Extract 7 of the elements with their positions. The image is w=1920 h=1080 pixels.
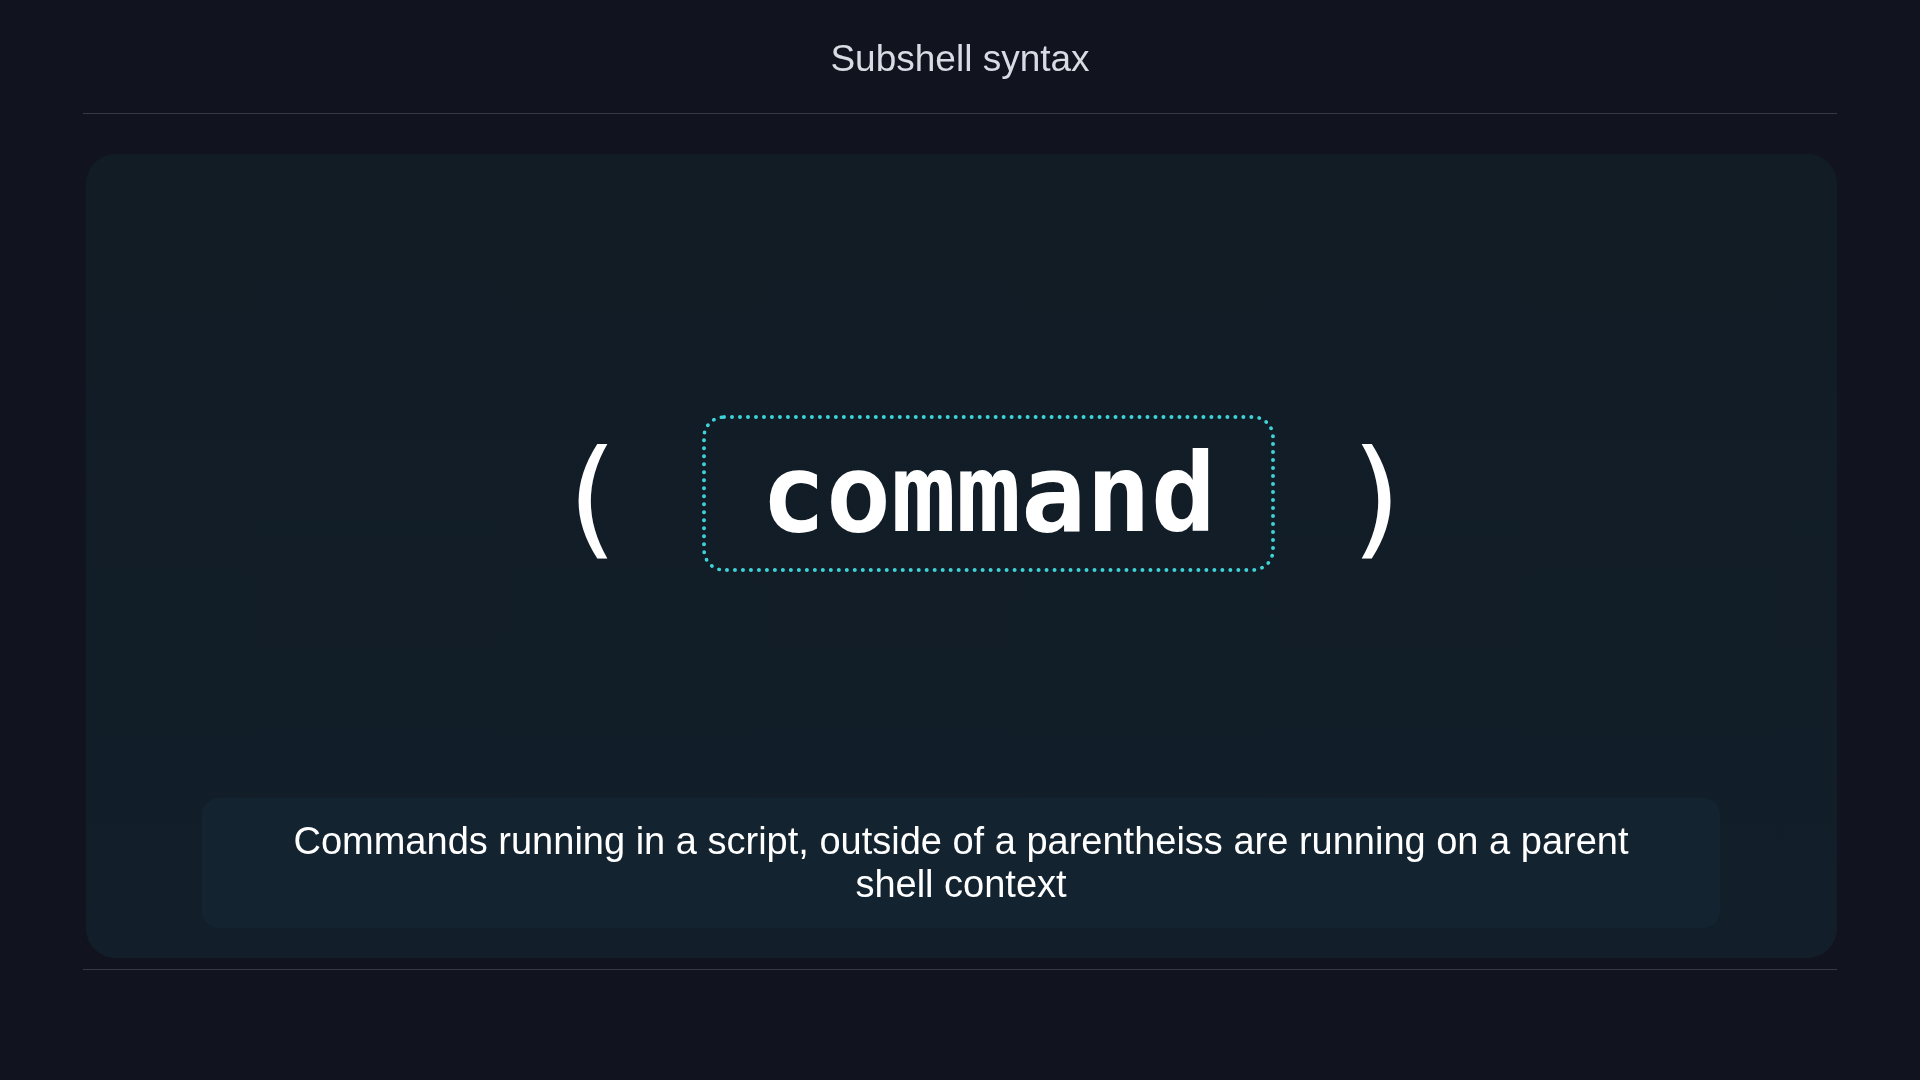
open-paren: ( <box>552 434 630 562</box>
caption-text: Commands running in a script, outside of a parentheiss are running on a parent shell context <box>293 820 1629 905</box>
content-panel <box>86 154 1837 958</box>
close-paren: ) <box>1340 434 1418 562</box>
dotted-frame <box>702 415 1275 572</box>
command-keyword: command <box>760 439 1217 548</box>
slide-title: Subshell syntax <box>830 38 1090 79</box>
